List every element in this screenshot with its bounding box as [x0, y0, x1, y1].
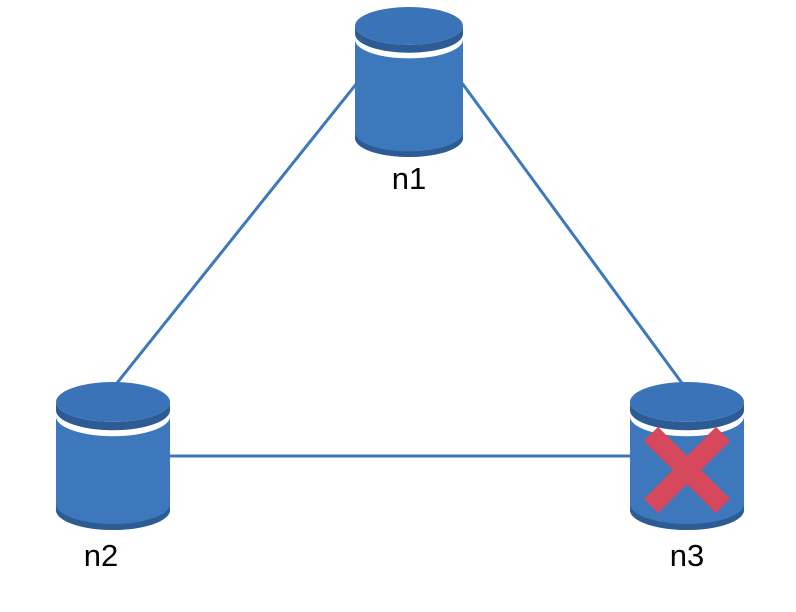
edge-n1-n3 — [460, 82, 689, 391]
node-n1[interactable] — [355, 7, 463, 157]
node-top-cap — [355, 7, 463, 45]
node-top-cap — [630, 382, 744, 422]
node-body — [355, 39, 463, 157]
labels-layer: n1 n2 n3 — [84, 161, 704, 573]
nodes-layer — [56, 7, 744, 530]
node-bottom-shade — [355, 132, 463, 157]
node-label-n1: n1 — [392, 161, 426, 196]
node-bottom-shade — [56, 504, 170, 530]
node-top-rim — [56, 401, 170, 431]
node-n2[interactable] — [56, 382, 170, 530]
node-label-n3: n3 — [670, 538, 704, 573]
x-cross-icon — [643, 426, 731, 514]
node-top-cap — [56, 382, 170, 422]
node-body — [56, 416, 170, 530]
node-top-rim — [355, 25, 463, 53]
edge-n1-n2 — [111, 82, 359, 389]
edges-layer — [111, 82, 689, 458]
node-label-n2: n2 — [84, 538, 118, 573]
node-top-rim — [630, 401, 744, 431]
failure-layer — [643, 426, 731, 514]
node-bottom-shade — [630, 504, 744, 530]
